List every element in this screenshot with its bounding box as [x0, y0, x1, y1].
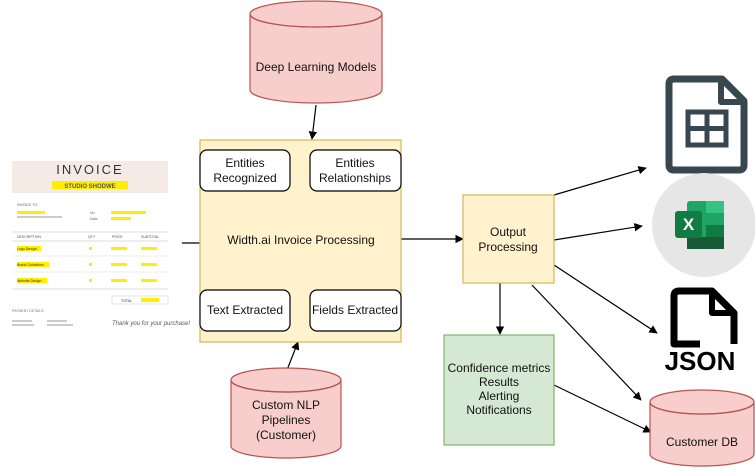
- col-qty: QTY: [88, 235, 96, 239]
- payment-details-label: PAYMENT DETAILS: [12, 309, 44, 313]
- arrow-output-to-json: [553, 264, 658, 334]
- json-file-icon: JSON: [665, 287, 738, 376]
- arrow-output-to-sheets: [553, 166, 647, 196]
- invoice-item: Logo Design: [17, 247, 37, 251]
- entities-recognized-line1: Entities: [225, 156, 264, 170]
- invoice-no-label: No:: [90, 211, 95, 215]
- invoice-items: Logo Design Brand Guidelines Website Des…: [12, 246, 168, 290]
- json-label: JSON: [665, 346, 736, 376]
- fields-extracted-node: Fields Extracted: [309, 289, 402, 332]
- custom-nlp-line3: (Customer): [256, 428, 316, 442]
- output-processing-node: Output Processing: [462, 194, 555, 284]
- fields-extracted-label: Fields Extracted: [312, 303, 398, 317]
- arrow-output-to-excel: [553, 223, 643, 241]
- arrow-output-to-db: [531, 284, 642, 401]
- deep-learning-models-label: Deep Learning Models: [256, 60, 377, 74]
- col-price: PRICE: [112, 235, 123, 239]
- processing-title: Width.ai Invoice Processing: [227, 233, 374, 247]
- entities-relationships-line1: Entities: [335, 156, 374, 170]
- spreadsheet-file-icon: [665, 75, 748, 174]
- invoice-total-label: TOTAL: [121, 299, 132, 303]
- company-highlight: [52, 181, 128, 189]
- excel-icon: X: [652, 173, 755, 277]
- output-processing-line1: Output: [490, 225, 527, 239]
- entities-recognized-node: Entities Recognized: [199, 149, 291, 192]
- thank-you-note: Thank you for your purchase!: [112, 321, 190, 327]
- processing-panel: Width.ai Invoice Processing Entities Rec…: [199, 139, 402, 343]
- text-extracted-node: Text Extracted: [199, 289, 291, 332]
- custom-nlp-line1: Custom NLP: [252, 398, 320, 412]
- custom-nlp-db: Custom NLP Pipelines (Customer): [230, 367, 342, 459]
- confidence-line2: Results: [479, 375, 519, 389]
- arrow-confidence-to-db: [553, 384, 652, 433]
- invoice-item: Brand Guidelines: [17, 263, 44, 267]
- entities-relationships-node: Entities Relationships: [309, 149, 402, 192]
- customer-db-label: Customer DB: [666, 435, 738, 449]
- invoice-thumbnail: INVOICE STUDIO SHODWE INVOICE TO: No: Da…: [0, 150, 190, 340]
- invoice-item: Website Design: [17, 279, 42, 283]
- col-description: DESCRIPTION: [17, 235, 41, 239]
- svg-text:X: X: [683, 215, 695, 234]
- text-extracted-label: Text Extracted: [207, 303, 283, 317]
- entities-relationships-line2: Relationships: [319, 171, 391, 185]
- confidence-line3: Alerting: [479, 389, 520, 403]
- confidence-line1: Confidence metrics: [448, 361, 551, 375]
- confidence-metrics-node: Confidence metrics Results Alerting Noti…: [443, 334, 555, 446]
- entities-recognized-line2: Recognized: [213, 171, 276, 185]
- output-processing-line2: Processing: [478, 240, 537, 254]
- custom-nlp-line2: Pipelines: [262, 413, 311, 427]
- customer-db: Customer DB: [649, 389, 755, 467]
- col-subtotal: SUBTOTAL: [141, 235, 159, 239]
- arrow-models-to-processing: [308, 104, 318, 140]
- arrow-nlp-to-processing: [286, 341, 300, 371]
- invoice-title: INVOICE: [56, 162, 123, 177]
- invoice-to-label: INVOICE TO:: [17, 203, 38, 207]
- deep-learning-models-db: Deep Learning Models: [249, 0, 383, 104]
- invoice-company: STUDIO SHODWE: [64, 184, 115, 190]
- confidence-line4: Notifications: [466, 403, 531, 417]
- invoice-date-label: Date:: [90, 217, 98, 221]
